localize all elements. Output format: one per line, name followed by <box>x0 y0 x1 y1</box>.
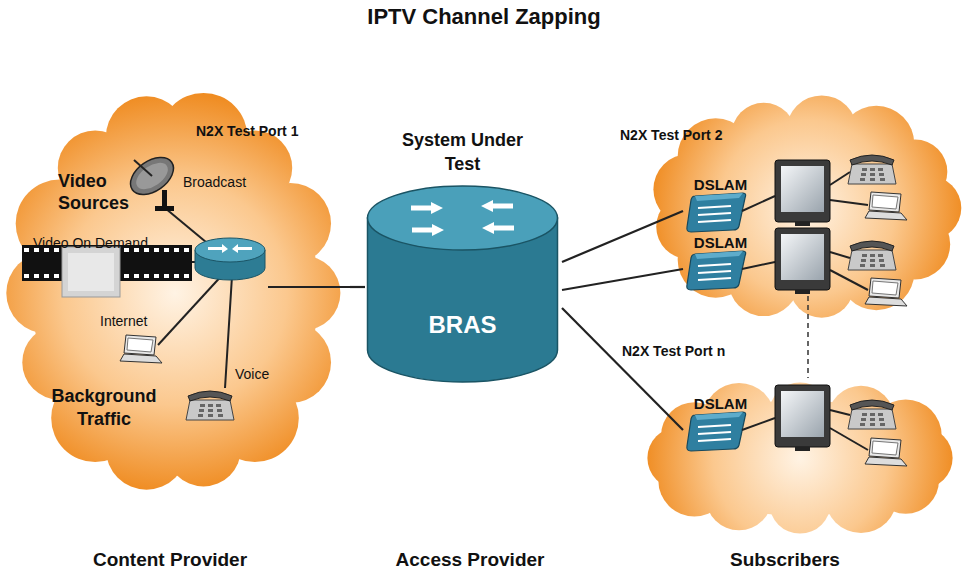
network-link <box>350 286 365 288</box>
dslam-device: DSLAM <box>683 395 760 452</box>
port-label: N2X Test Port 1 <box>196 123 298 140</box>
group-label: Video Sources <box>58 170 142 214</box>
device-label: DSLAM <box>683 395 758 413</box>
network-link <box>562 211 683 262</box>
source-label: Internet <box>100 313 147 330</box>
dslam-device: DSLAM <box>683 234 760 291</box>
device-label: DSLAM <box>683 176 758 194</box>
region-label: Content Provider <box>40 548 300 571</box>
region-label: Subscribers <box>690 548 880 571</box>
source-label: Video On Demand <box>33 235 148 252</box>
source-label: Voice <box>235 366 269 383</box>
group-label: Background Traffic <box>40 385 168 431</box>
provider-cloud: N2X Test Port 1 Video Sources BroadcastVid… <box>0 88 350 498</box>
port-label: N2X Test Port 2 <box>620 127 722 144</box>
node-label: BRAS <box>365 310 560 339</box>
subscriber-cloud: N2X Test Port n DSLAM <box>600 340 968 540</box>
heading-label: System Under Test <box>395 128 530 176</box>
dslam-device: DSLAM <box>683 176 760 233</box>
bras-router: System Under TestBRAS <box>365 128 562 383</box>
diagram-title: IPTV Channel Zapping <box>0 4 968 30</box>
network-link <box>562 308 683 430</box>
node-outline <box>0 88 350 498</box>
port-label: N2X Test Port n <box>622 343 725 360</box>
source-label: Broadcast <box>183 174 246 191</box>
network-link <box>562 269 683 290</box>
node-outline <box>600 340 968 540</box>
device-label: DSLAM <box>683 234 758 252</box>
node-outline <box>612 90 968 325</box>
region-label: Access Provider <box>360 548 580 571</box>
subscriber-cloud: N2X Test Port 2 DSLAM DSLAM <box>612 90 968 325</box>
